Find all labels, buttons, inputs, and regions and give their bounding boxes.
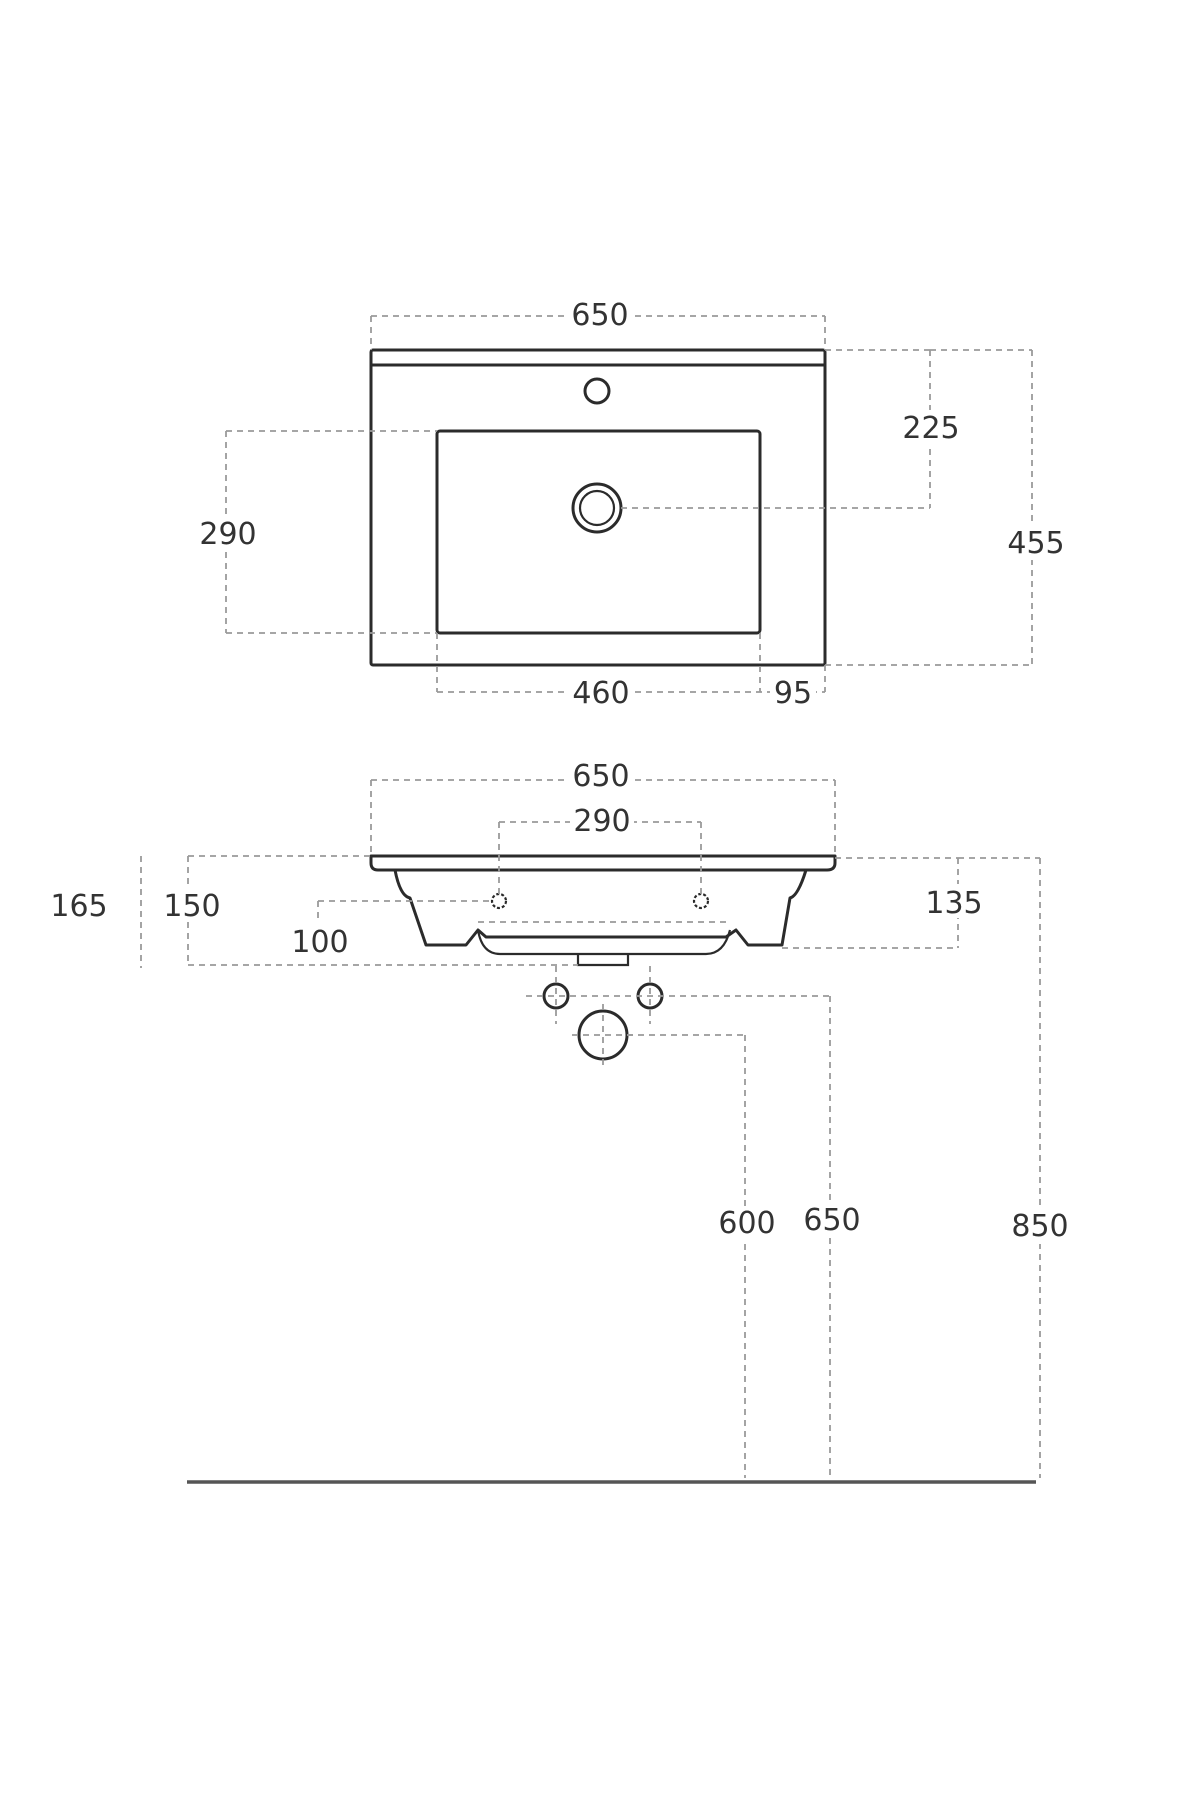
dim-label-side-margin: 95 — [774, 676, 812, 711]
dim-label-overflow-height: 100 — [291, 925, 348, 960]
top-view: 650 225 455 290 460 95 — [198, 296, 1065, 711]
basin-rim-outline — [369, 854, 837, 872]
supply-pipe-left-icon — [542, 982, 570, 1010]
dim-label-front-width: 650 — [572, 759, 629, 794]
dim-label-drain-height: 600 — [718, 1206, 775, 1241]
dim-label-total-height: 165 — [50, 889, 107, 924]
dim-label-bowl-width: 460 — [572, 676, 629, 711]
bowl-outline — [435, 429, 762, 635]
front-view: 650 290 165 150 100 135 600 650 850 — [50, 758, 1074, 1484]
dim-label-body-height: 150 — [163, 889, 220, 924]
dim-label-top-width: 650 — [571, 298, 628, 333]
tap-hole-icon — [583, 377, 611, 405]
dim-label-supply-height: 650 — [803, 1203, 860, 1238]
overflow-right-icon — [692, 892, 710, 910]
overflow-left-icon — [490, 892, 508, 910]
dim-label-tap-to-drain: 225 — [902, 411, 959, 446]
basin-body-outline — [393, 869, 808, 947]
dim-label-rim-height: 850 — [1011, 1209, 1068, 1244]
drain-spigot — [576, 954, 630, 967]
dim-label-tap-spacing: 290 — [573, 804, 630, 839]
dim-label-side-height: 135 — [925, 886, 982, 921]
dim-label-bowl-depth: 290 — [199, 517, 256, 552]
bowl-bottom-outline — [476, 929, 732, 956]
drain-inner-icon — [578, 489, 616, 527]
dim-label-overall-depth: 455 — [1007, 526, 1064, 561]
